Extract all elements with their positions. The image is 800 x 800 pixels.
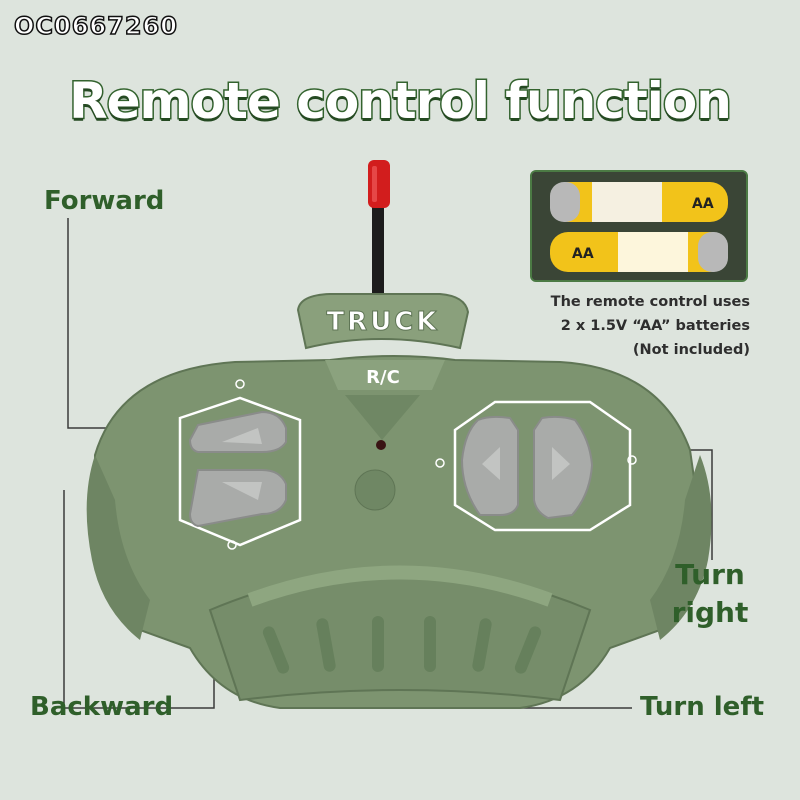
rc-label: R/C bbox=[366, 367, 400, 388]
truck-badge-text: TRUCK bbox=[326, 307, 439, 337]
battery-top: AA bbox=[550, 182, 728, 222]
battery-note-line3: (Not included) bbox=[632, 342, 750, 358]
turn-left-label: Turn left bbox=[640, 692, 765, 722]
page-title: Remote control function bbox=[68, 71, 734, 132]
grip-ridges bbox=[262, 616, 542, 674]
forward-label: Forward bbox=[44, 186, 165, 216]
arrow-right-icon bbox=[552, 447, 570, 480]
turn-left-button[interactable] bbox=[460, 415, 519, 516]
battery-bottom: AA bbox=[550, 232, 728, 272]
battery-note-line2: 2 x 1.5V “AA” batteries bbox=[560, 318, 750, 334]
antenna bbox=[368, 160, 390, 312]
turn-right-label: Turn right bbox=[670, 556, 750, 632]
backward-button[interactable] bbox=[188, 469, 287, 528]
turn-right-button[interactable] bbox=[533, 415, 594, 520]
forward-button[interactable] bbox=[188, 410, 287, 453]
arrow-up-icon bbox=[222, 428, 262, 444]
indicator-led bbox=[376, 440, 386, 450]
battery-type-label-2: AA bbox=[572, 246, 594, 262]
antenna-tip bbox=[368, 160, 390, 208]
backward-label: Backward bbox=[30, 692, 174, 722]
battery-type-label: AA bbox=[692, 196, 714, 212]
turn-right-label-line2: right bbox=[671, 596, 749, 629]
arrow-down-icon bbox=[222, 482, 262, 500]
battery-note: The remote control uses 2 x 1.5V “AA” ba… bbox=[540, 290, 750, 362]
product-code: OC0667260 bbox=[13, 11, 178, 41]
turn-right-label-line1: Turn bbox=[675, 558, 745, 591]
arrow-left-icon bbox=[482, 447, 500, 480]
battery-note-line1: The remote control uses bbox=[550, 294, 750, 310]
battery-photo: AA AA bbox=[530, 170, 748, 282]
